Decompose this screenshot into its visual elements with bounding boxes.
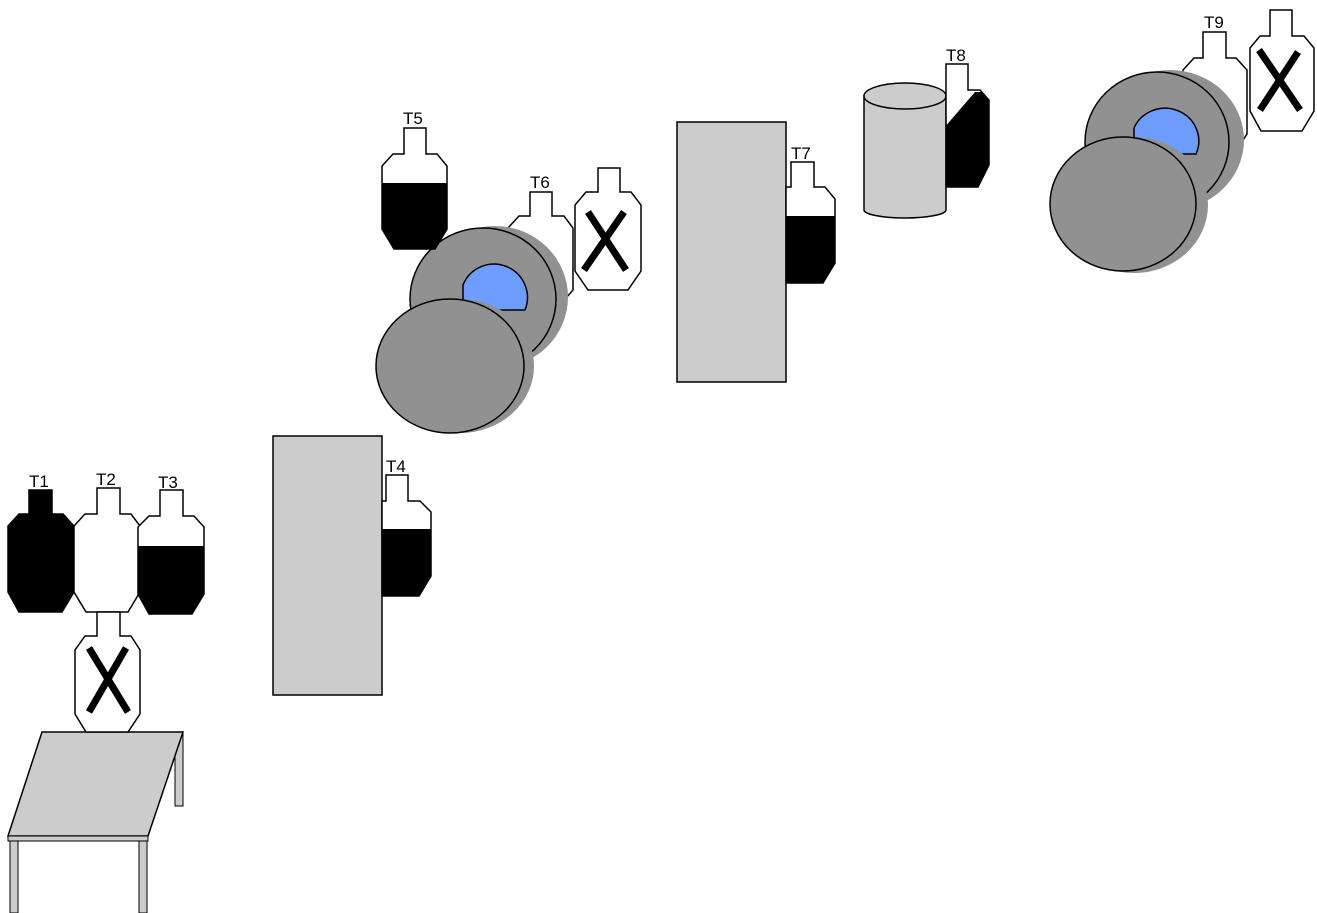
swinger-1-accent xyxy=(462,263,529,311)
no-shoot-t6 xyxy=(574,167,642,291)
barricade-left xyxy=(272,435,383,696)
target-t4 xyxy=(381,474,432,597)
label-t4: T4 xyxy=(386,457,406,476)
no-shoot-t6-silhouette xyxy=(574,167,642,291)
table-edge xyxy=(7,835,149,842)
label-t7: T7 xyxy=(791,144,811,163)
target-t5 xyxy=(381,127,448,250)
barricade-right xyxy=(676,121,787,383)
target-t1 xyxy=(7,489,75,613)
barrel-body xyxy=(863,95,947,219)
swinger-2-front-disk xyxy=(1049,136,1197,272)
no-shoot-t9-x-icon xyxy=(1256,48,1303,112)
target-t3 xyxy=(137,489,205,615)
label-t5: T5 xyxy=(403,109,423,128)
label-t9: T9 xyxy=(1204,13,1224,32)
target-t2-silhouette xyxy=(73,487,141,613)
label-t2: T2 xyxy=(96,470,116,489)
table-top xyxy=(6,731,185,837)
target-t7 xyxy=(785,161,836,284)
swinger-1 xyxy=(375,191,574,434)
target-t5-fill xyxy=(382,183,447,249)
barrel-top xyxy=(863,82,947,110)
barrel xyxy=(863,82,947,219)
table-front-leg-left xyxy=(9,838,19,913)
no-shoot-table xyxy=(74,611,141,733)
table-front-leg-right xyxy=(138,838,148,913)
target-t7-fill xyxy=(786,216,835,283)
no-shoot-table-x-icon xyxy=(85,646,131,714)
swinger-1-front-disk xyxy=(375,298,525,434)
label-t6: T6 xyxy=(530,173,550,192)
label-t3: T3 xyxy=(158,473,178,492)
target-t3-fill xyxy=(138,546,204,614)
target-t2 xyxy=(73,487,141,613)
target-t1-silhouette xyxy=(7,489,75,613)
table xyxy=(6,731,185,913)
target-t8 xyxy=(945,63,990,188)
no-shoot-t6-x-icon xyxy=(581,210,629,272)
label-t1: T1 xyxy=(29,472,49,491)
label-t8: T8 xyxy=(946,46,966,65)
no-shoot-t9 xyxy=(1249,9,1315,132)
swinger-2 xyxy=(1049,31,1248,273)
target-t4-fill xyxy=(382,529,431,596)
